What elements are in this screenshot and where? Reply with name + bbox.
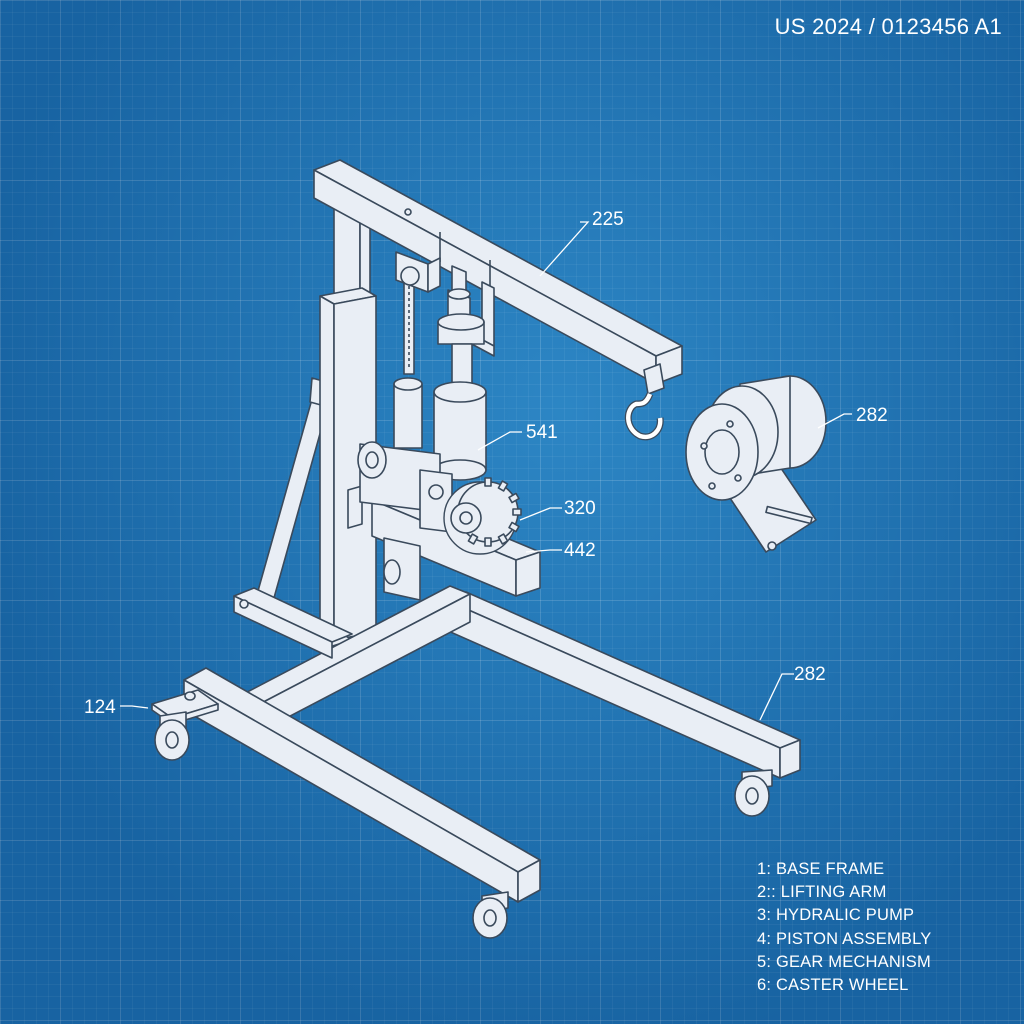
legend-item: 3: HYDRALIC PUMP: [757, 906, 915, 925]
upper-bracket: [395, 251, 441, 293]
lifting-hook: [624, 363, 665, 441]
gear-mechanism: [443, 477, 522, 555]
patent-number: US 2024 / 0123456 A1: [774, 14, 1002, 39]
legend-item: 5: GEAR MECHANISM: [757, 952, 931, 971]
chain-rod: [403, 275, 415, 375]
ref-label-leg: 282: [794, 664, 826, 685]
base-bracket: [233, 587, 353, 659]
ref-label-crossbar: 442: [564, 540, 596, 561]
caster-wheel-right: [734, 769, 773, 817]
ref-label-gear: 320: [564, 498, 596, 519]
base-leg-rear-right: [445, 591, 801, 779]
ref-label-pump: 541: [526, 422, 558, 443]
caster-wheel-left: [154, 711, 190, 761]
leader-lines: [120, 221, 852, 721]
ref-label-arm: 225: [592, 209, 624, 230]
ref-label-pulley: 282: [856, 405, 888, 426]
legend-item: 2:: LIFTING ARM: [757, 883, 887, 902]
hydraulic-pump: [357, 377, 453, 533]
vertical-column: [319, 189, 377, 641]
legend-item: 6: CASTER WHEEL: [757, 976, 909, 995]
caster-wheel-front: [472, 891, 509, 939]
legend-item: 1: BASE FRAME: [757, 860, 885, 878]
legend-item: 4: PISTON ASSEMBLY: [757, 929, 932, 948]
piston-assembly: [433, 288, 487, 481]
base-leg-front: [183, 667, 541, 903]
parts-legend: 1: BASE FRAME 2:: LIFTING ARM 3: HYDRALI…: [757, 858, 931, 997]
ref-label-caster: 124: [84, 697, 116, 718]
lower-front-mechanism: [383, 537, 421, 601]
pulley-assembly: [685, 375, 827, 553]
